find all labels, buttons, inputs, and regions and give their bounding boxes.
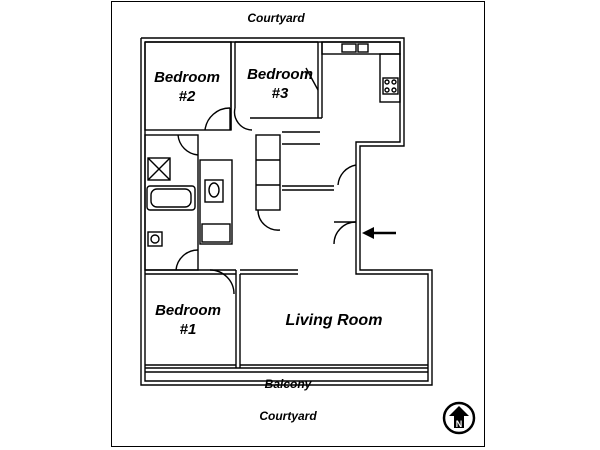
north-compass-icon xyxy=(442,401,476,435)
bathroom-walls xyxy=(144,134,199,271)
compass-letter: N xyxy=(455,419,463,429)
stove xyxy=(382,77,399,95)
balcony-label: Balcony xyxy=(264,377,312,391)
living-room-label: Living Room xyxy=(285,312,383,329)
cabinet xyxy=(201,223,231,243)
door-kitchen xyxy=(337,164,357,186)
bedroom-2-label: Bedroom #2 xyxy=(154,69,220,105)
door-bathroom xyxy=(177,134,199,156)
kitchen-counter xyxy=(321,41,401,55)
bedroom-3-label: Bedroom #3 xyxy=(247,66,313,102)
courtyard-top-label: Courtyard xyxy=(247,11,305,25)
bathtub xyxy=(146,185,196,211)
sink xyxy=(147,231,163,247)
plan-frame xyxy=(111,1,485,447)
door-bedroom-1 xyxy=(209,269,235,295)
toilet xyxy=(204,179,224,203)
shower xyxy=(147,157,171,181)
courtyard-bottom-label: Courtyard xyxy=(259,409,317,423)
closet xyxy=(255,134,281,211)
door-entrance xyxy=(333,221,357,245)
door-closet xyxy=(257,209,281,231)
door-bedroom-2 xyxy=(204,107,231,131)
toilet-room xyxy=(199,159,233,245)
door-bath-lower xyxy=(175,249,199,271)
kitchen-counter-side xyxy=(379,53,401,103)
bedroom-1-label: Bedroom #1 xyxy=(155,302,221,338)
entrance-arrow-icon xyxy=(362,227,396,239)
